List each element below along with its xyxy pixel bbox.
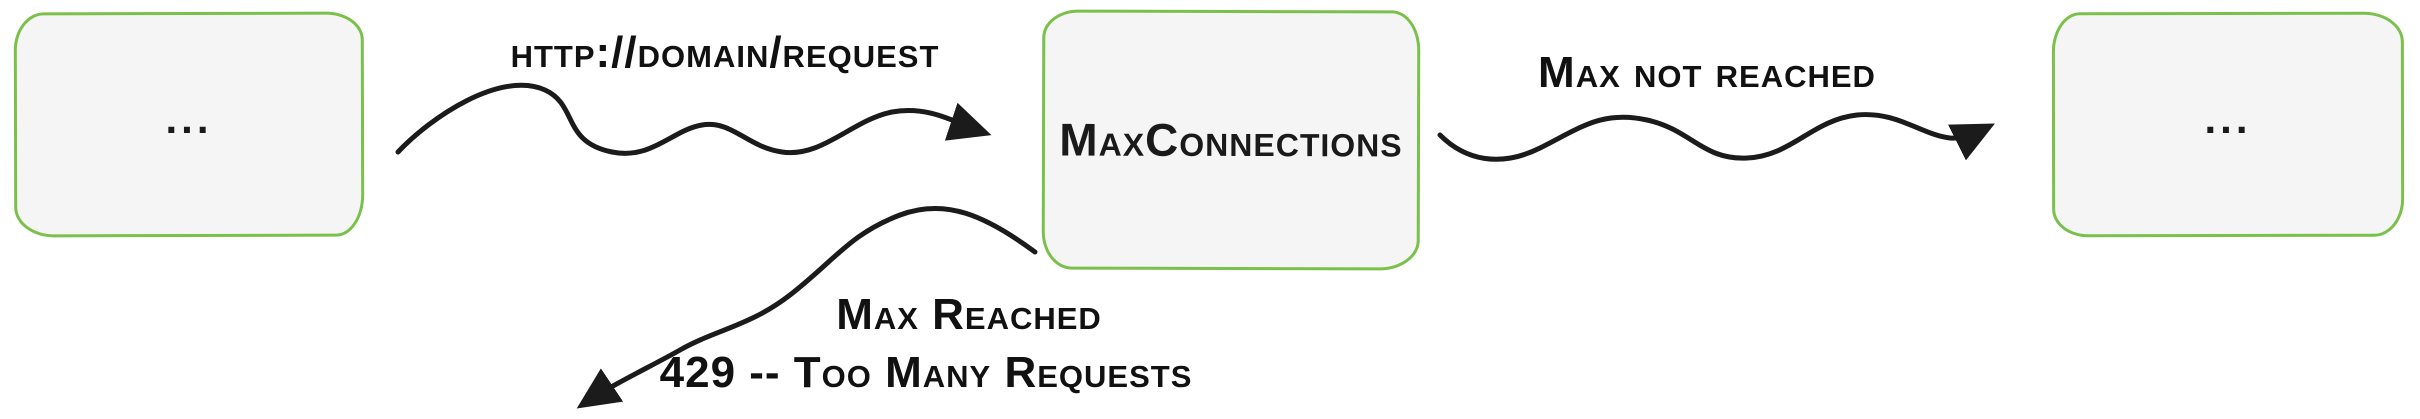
arrow-max-reached	[576, 205, 1038, 409]
edge-label-429-too-many-requests: 429 -- Too Many Requests	[659, 348, 1193, 397]
edge-label-max-not-reached: Max not reached	[1538, 48, 1876, 97]
edge-label-request: http://domain/request	[510, 28, 940, 77]
node-maxconnections-label: MaxConnections	[1059, 113, 1403, 167]
node-left-label: ...	[165, 94, 213, 142]
node-right: ...	[2051, 11, 2405, 238]
node-left: ...	[13, 11, 365, 238]
arrow-request	[395, 82, 992, 156]
arrow-max-not-reached	[1437, 112, 1995, 162]
node-maxconnections: MaxConnections	[1041, 9, 1421, 271]
node-right-label: ...	[2204, 94, 2252, 142]
edge-label-max-reached: Max Reached	[836, 290, 1102, 339]
